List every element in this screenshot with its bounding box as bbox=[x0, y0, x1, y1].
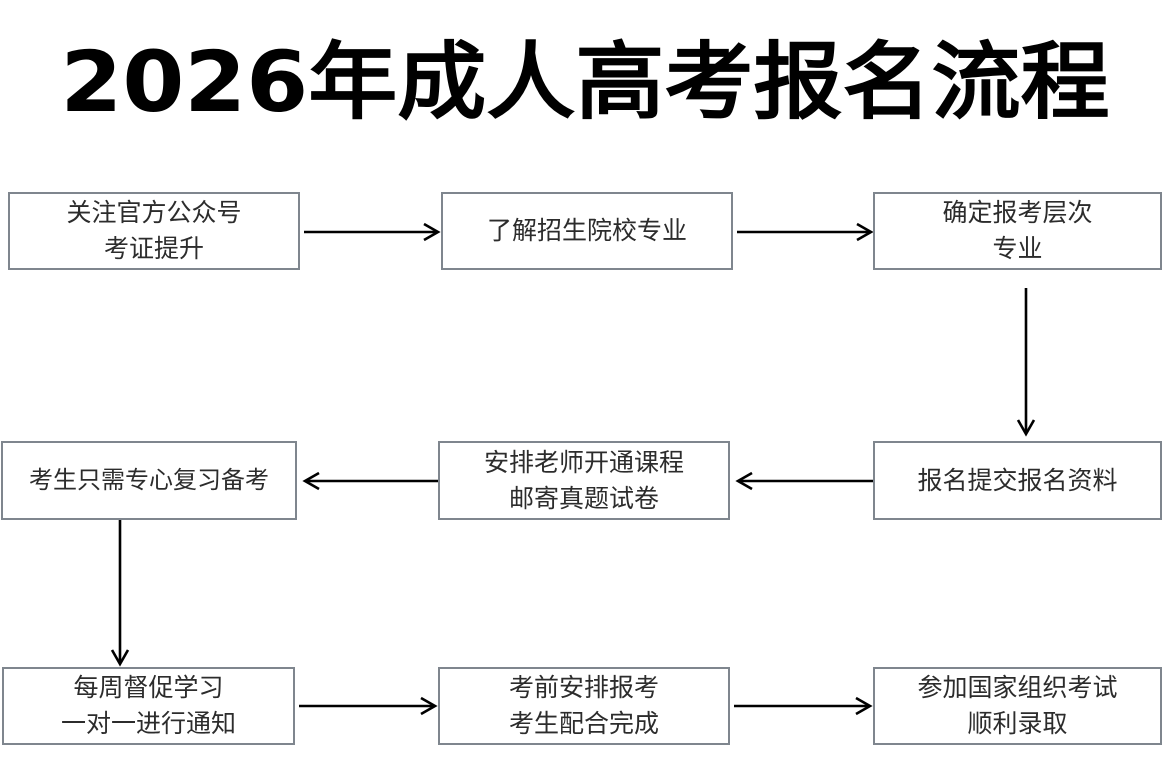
arrow-n1-to-n2 bbox=[304, 219, 442, 245]
flow-node-line: 参加国家组织考试 bbox=[917, 674, 1118, 702]
flow-node-line: 邮寄真题试卷 bbox=[508, 484, 659, 513]
arrow-n2-to-n3 bbox=[737, 219, 875, 245]
flow-node-student-focus-review[interactable]: 考生只需专心复习备考 bbox=[1, 441, 297, 520]
flow-node-line: 顺利录取 bbox=[967, 710, 1068, 738]
flow-node-follow-official-account[interactable]: 关注官方公众号 考证提升 bbox=[8, 192, 300, 270]
arrow-n6-to-n5 bbox=[734, 468, 874, 494]
flow-node-choose-level-major[interactable]: 确定报考层次 专业 bbox=[873, 192, 1162, 270]
flow-node-line: 考前安排报考 bbox=[508, 674, 659, 702]
arrow-n5-to-n4 bbox=[301, 468, 439, 494]
arrow-n8-to-n9 bbox=[734, 693, 874, 719]
flow-node-line: 考证提升 bbox=[103, 235, 204, 263]
arrow-n3-to-n6 bbox=[1013, 288, 1039, 438]
flow-node-research-schools-majors[interactable]: 了解招生院校专业 bbox=[441, 192, 733, 270]
flow-node-line: 关注官方公众号 bbox=[66, 199, 242, 227]
page-title: 2026年成人高考报名流程 bbox=[60, 33, 1110, 131]
flow-node-line: 报名提交报名资料 bbox=[917, 466, 1118, 495]
flow-node-weekly-study-supervision[interactable]: 每周督促学习 一对一进行通知 bbox=[2, 667, 295, 745]
flow-node-line: 了解招生院校专业 bbox=[486, 217, 687, 245]
flow-node-line: 每周督促学习 bbox=[73, 674, 224, 702]
flow-node-teacher-course-materials[interactable]: 安排老师开通课程 邮寄真题试卷 bbox=[438, 441, 730, 520]
flow-node-line: 专业 bbox=[992, 235, 1043, 263]
flow-node-line: 安排老师开通课程 bbox=[483, 448, 684, 477]
flow-node-submit-application[interactable]: 报名提交报名资料 bbox=[873, 441, 1162, 520]
flow-node-line: 考生只需专心复习备考 bbox=[29, 466, 269, 494]
flow-node-take-national-exam[interactable]: 参加国家组织考试 顺利录取 bbox=[873, 667, 1162, 745]
flow-node-pre-exam-registration[interactable]: 考前安排报考 考生配合完成 bbox=[438, 667, 730, 745]
flow-node-line: 确定报考层次 bbox=[942, 199, 1093, 227]
flow-node-line: 一对一进行通知 bbox=[60, 710, 236, 738]
arrow-n7-to-n8 bbox=[299, 693, 439, 719]
flow-node-line: 考生配合完成 bbox=[508, 710, 659, 738]
arrow-n4-to-n7 bbox=[107, 520, 133, 668]
